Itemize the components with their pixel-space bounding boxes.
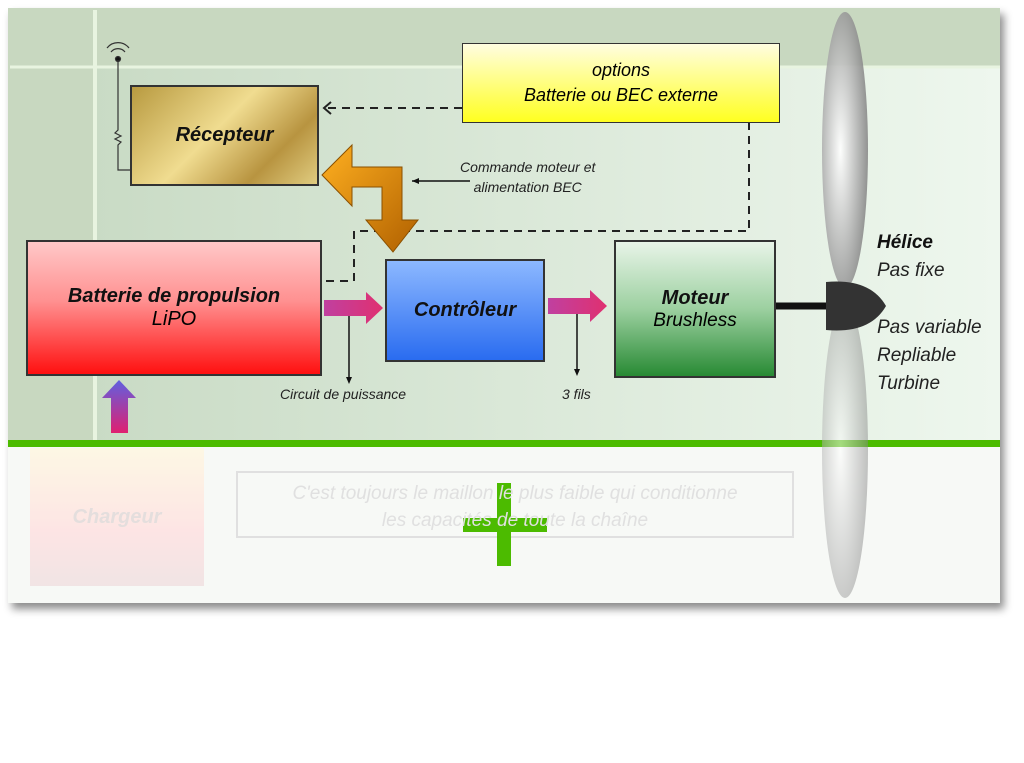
- moteur-box: Moteur Brushless: [614, 240, 776, 378]
- chargeur-label: Chargeur: [72, 505, 162, 528]
- power-arrow: [324, 292, 383, 324]
- moteur-subtitle: Brushless: [653, 309, 737, 331]
- controleur-label: Contrôleur: [413, 299, 517, 321]
- bidirectional-arrow: [321, 143, 420, 253]
- antenna-icon: [106, 42, 131, 171]
- arrowhead: [322, 101, 332, 115]
- charge-arrow: [102, 380, 136, 433]
- plus-icon: [497, 483, 511, 566]
- helice-item: Turbine: [877, 373, 941, 394]
- propeller-blade: [822, 12, 868, 288]
- circuit-label: Circuit de puissance: [280, 386, 407, 402]
- options-title: options: [591, 60, 651, 80]
- chargeur-box: Chargeur: [30, 448, 204, 586]
- helice-title: Hélice: [877, 232, 933, 253]
- power-arrow: [548, 290, 607, 322]
- batterie-title: Batterie de propulsion: [67, 285, 281, 307]
- arrowhead: [346, 377, 352, 384]
- fils-label: 3 fils: [562, 386, 591, 402]
- propeller-blade: [822, 302, 868, 598]
- helice-item: Pas fixe: [877, 260, 945, 281]
- commande-line2: alimentation BEC: [473, 179, 582, 195]
- helice-item: Pas variable: [877, 317, 982, 338]
- options-box: options Batterie ou BEC externe: [462, 43, 780, 123]
- quote-line1: C'est toujours le maillon le plus faible…: [292, 483, 738, 504]
- dashed-connector: [322, 122, 750, 282]
- batterie-box: Batterie de propulsion LiPO: [26, 240, 322, 376]
- recepteur-label: Récepteur: [175, 124, 274, 146]
- commande-line1: Commande moteur et: [460, 159, 596, 175]
- divider-line: [8, 440, 1000, 447]
- helice-item: Repliable: [877, 345, 957, 366]
- quote-text: C'est toujours le maillon le plus faible…: [237, 480, 793, 534]
- commande-label: Commande moteur et alimentation BEC: [460, 157, 595, 197]
- controleur-box: Contrôleur: [385, 259, 545, 362]
- quote-line2: les capacités de toute la chaîne: [381, 510, 649, 531]
- recepteur-box: Récepteur: [130, 85, 319, 186]
- arrowhead: [412, 178, 419, 184]
- options-subtitle: Batterie ou BEC externe: [523, 85, 719, 105]
- propeller-hub: [826, 281, 886, 331]
- arrowhead: [574, 369, 580, 376]
- batterie-subtitle: LiPO: [151, 308, 197, 330]
- quote-frame: [236, 471, 794, 538]
- moteur-title: Moteur: [661, 286, 729, 309]
